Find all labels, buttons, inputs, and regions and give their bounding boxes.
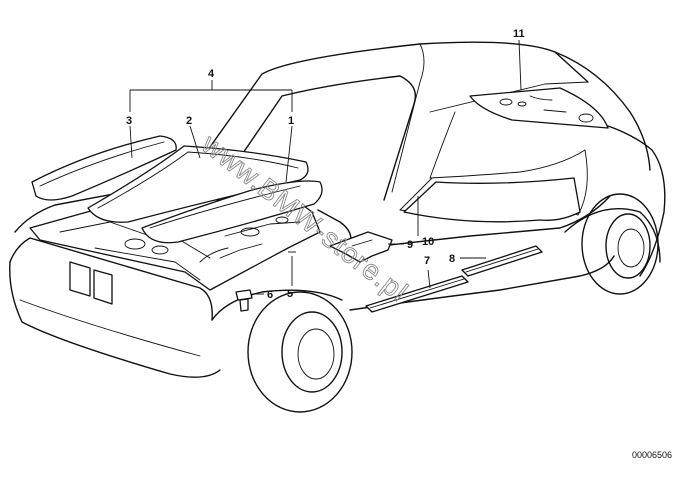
leader-lines bbox=[129, 39, 522, 295]
car-body-outline bbox=[9, 41, 666, 378]
insulation-mat-3 bbox=[31, 135, 177, 201]
callout-numbers: 4 3 2 1 5 6 7 8 9 10 11 bbox=[126, 28, 525, 301]
grille-left bbox=[69, 261, 91, 297]
trunk-mat-part-10 bbox=[403, 177, 581, 223]
sill-strip-part-8 bbox=[461, 245, 543, 277]
rear-shelf-part-11 bbox=[469, 87, 609, 129]
clip-part-6 bbox=[235, 289, 253, 312]
callout-3: 3 bbox=[126, 115, 132, 127]
callout-6: 6 bbox=[267, 289, 273, 301]
callout-2: 2 bbox=[186, 115, 192, 127]
callout-4: 4 bbox=[208, 68, 215, 80]
callout-9: 9 bbox=[407, 239, 413, 251]
insulation-mat-2 bbox=[87, 145, 309, 223]
callout-10: 10 bbox=[422, 236, 434, 248]
callout-11: 11 bbox=[513, 28, 525, 40]
callout-7: 7 bbox=[424, 255, 430, 267]
grille-right bbox=[93, 269, 113, 305]
insulation-mat-1 bbox=[141, 180, 323, 244]
callout-8: 8 bbox=[449, 253, 455, 265]
bracket-part-9 bbox=[329, 231, 393, 263]
callout-1: 1 bbox=[288, 115, 294, 127]
image-code: 00006506 bbox=[632, 450, 672, 460]
rear-wheel bbox=[581, 193, 659, 295]
front-wheel bbox=[247, 291, 353, 413]
callout-5: 5 bbox=[287, 288, 293, 300]
